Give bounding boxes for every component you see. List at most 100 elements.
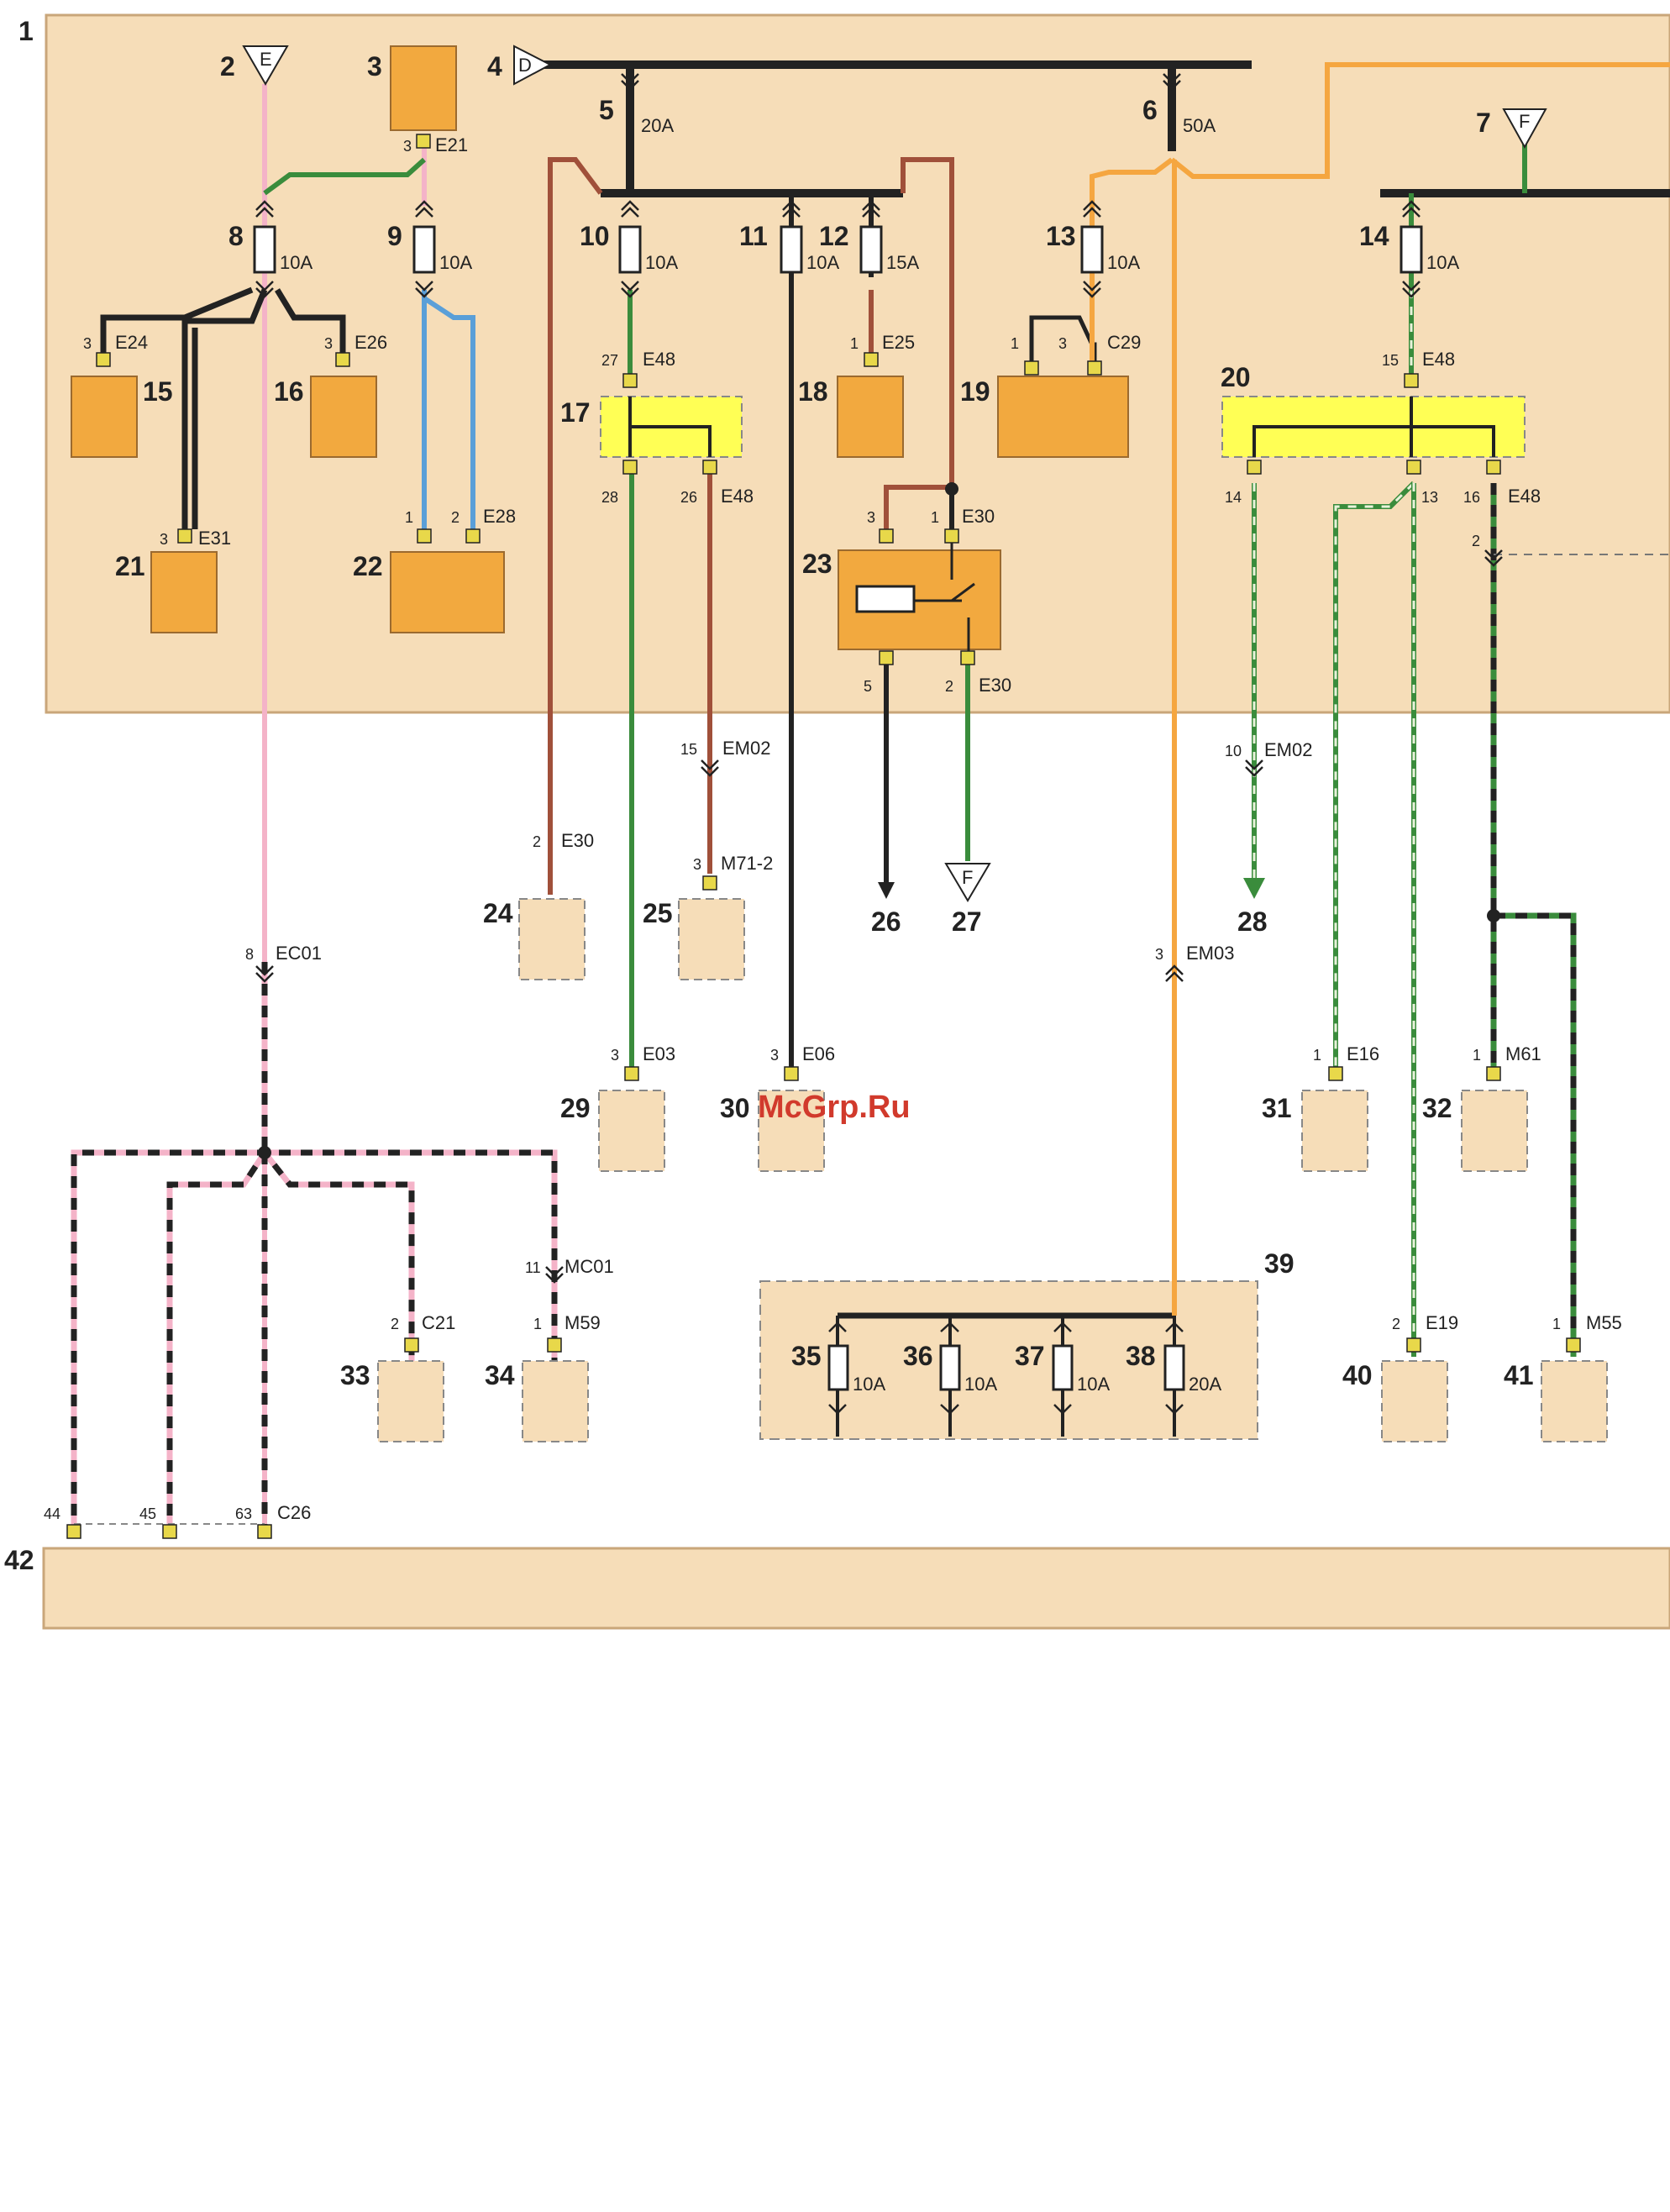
chevron-icon xyxy=(701,759,719,777)
connector-m71: M71-2 xyxy=(721,853,773,874)
connector-m59: M59 xyxy=(565,1312,601,1333)
label-36: 36 xyxy=(903,1341,933,1371)
feed-label-f27: F xyxy=(962,867,973,888)
pin xyxy=(1406,1337,1421,1353)
pin-number: 2 xyxy=(1472,533,1480,549)
label-28: 28 xyxy=(1237,906,1268,937)
component-41 xyxy=(1541,1360,1608,1442)
feed-label-e: E xyxy=(260,49,272,70)
label-9: 9 xyxy=(387,221,402,251)
component-40 xyxy=(1381,1360,1448,1442)
fuse-icons xyxy=(253,225,1423,1391)
pin xyxy=(404,1337,419,1353)
pin-number: 2 xyxy=(533,833,541,850)
label-33: 33 xyxy=(340,1360,370,1390)
connector-e30-out: E30 xyxy=(979,675,1011,696)
chevron-icon xyxy=(255,281,274,298)
label-17: 17 xyxy=(560,397,591,428)
pin-number: 10 xyxy=(1225,743,1242,759)
component-3 xyxy=(390,45,457,131)
component-32 xyxy=(1461,1090,1528,1172)
pin-number: 3 xyxy=(867,509,875,526)
connector-m55: M55 xyxy=(1586,1312,1622,1333)
label-25: 25 xyxy=(643,898,673,928)
label-20: 20 xyxy=(1221,362,1251,392)
chevron-icon xyxy=(415,281,433,298)
connector-mc01: MC01 xyxy=(565,1256,614,1277)
label-22: 22 xyxy=(353,551,383,581)
label-6: 6 xyxy=(1142,95,1158,125)
connector-e16: E16 xyxy=(1347,1043,1379,1064)
pin-number: 2 xyxy=(391,1316,399,1332)
ground-arrow-28 xyxy=(1243,878,1265,899)
label-14: 14 xyxy=(1359,221,1389,251)
junction-dot xyxy=(258,1146,271,1159)
label-34: 34 xyxy=(485,1360,515,1390)
component-16 xyxy=(310,376,377,458)
label-15: 15 xyxy=(143,376,173,407)
pin xyxy=(702,875,717,891)
pin-number: 1 xyxy=(850,335,859,352)
chevron-icon xyxy=(862,200,880,218)
wire-brown-23 xyxy=(884,157,954,529)
pin xyxy=(879,528,894,544)
label-26: 26 xyxy=(871,906,901,937)
pin xyxy=(944,528,959,544)
fuse-rating-12: 15A xyxy=(886,252,919,273)
chevron-icon xyxy=(545,1266,564,1284)
feed-label-d: D xyxy=(518,55,532,76)
pin-number: 3 xyxy=(1058,335,1067,352)
fuse-rating-14: 10A xyxy=(1426,252,1459,273)
pin-number: 14 xyxy=(1225,489,1242,506)
connector-e48-17in: E48 xyxy=(643,349,675,370)
connector-em03: EM03 xyxy=(1186,943,1234,964)
fuse-rating-13: 10A xyxy=(1107,252,1140,273)
pin-number: 3 xyxy=(693,856,701,873)
component-31 xyxy=(1301,1090,1368,1172)
label-38: 38 xyxy=(1126,1341,1156,1371)
fuse-rating-35: 10A xyxy=(853,1374,885,1395)
label-13: 13 xyxy=(1046,221,1076,251)
component-21 xyxy=(150,551,218,633)
pin-number: 3 xyxy=(403,138,412,155)
wire-brown-24 xyxy=(548,157,603,895)
label-31: 31 xyxy=(1262,1093,1292,1123)
pin xyxy=(257,1524,272,1539)
pin-number: 3 xyxy=(611,1047,619,1064)
label-41: 41 xyxy=(1504,1360,1534,1390)
pin xyxy=(1404,373,1419,388)
connector-e28: E28 xyxy=(483,506,516,527)
label-29: 29 xyxy=(560,1093,591,1123)
pin xyxy=(1486,1066,1501,1081)
chevron-icon xyxy=(621,281,639,298)
chevron-icon xyxy=(828,1404,1184,1415)
pin xyxy=(784,1066,799,1081)
wire-green-white-31 xyxy=(1334,481,1415,1080)
component-18 xyxy=(837,376,904,458)
pin xyxy=(1024,360,1039,376)
pin-number: 1 xyxy=(1313,1047,1321,1064)
connector-e30-24: E30 xyxy=(561,830,594,851)
relay-switch-icon xyxy=(914,538,975,651)
connector-c26: C26 xyxy=(277,1502,311,1523)
label-42: 42 xyxy=(4,1545,34,1575)
fuse-icon-8 xyxy=(253,225,276,274)
chevron-markers xyxy=(255,73,1503,1415)
wire-blue-22 xyxy=(422,290,475,529)
pin-number: 16 xyxy=(1463,489,1480,506)
fuse-rating-8: 10A xyxy=(280,252,312,273)
component-34 xyxy=(522,1360,589,1442)
component-24 xyxy=(518,898,586,980)
connector-e24: E24 xyxy=(115,332,148,353)
wire-pink-black-network-dash xyxy=(71,962,558,1537)
pin-number: 3 xyxy=(1155,946,1163,963)
pin-number: 63 xyxy=(235,1505,252,1522)
fuse-rating-37: 10A xyxy=(1077,1374,1110,1395)
connector-e26: E26 xyxy=(354,332,387,353)
wire-black-16 xyxy=(275,288,346,365)
connector-em02-28: EM02 xyxy=(1264,739,1312,760)
fuse-icon-37 xyxy=(1052,1344,1074,1391)
fuse-icon-10 xyxy=(618,225,642,274)
fuse-icon-13 xyxy=(1080,225,1104,274)
